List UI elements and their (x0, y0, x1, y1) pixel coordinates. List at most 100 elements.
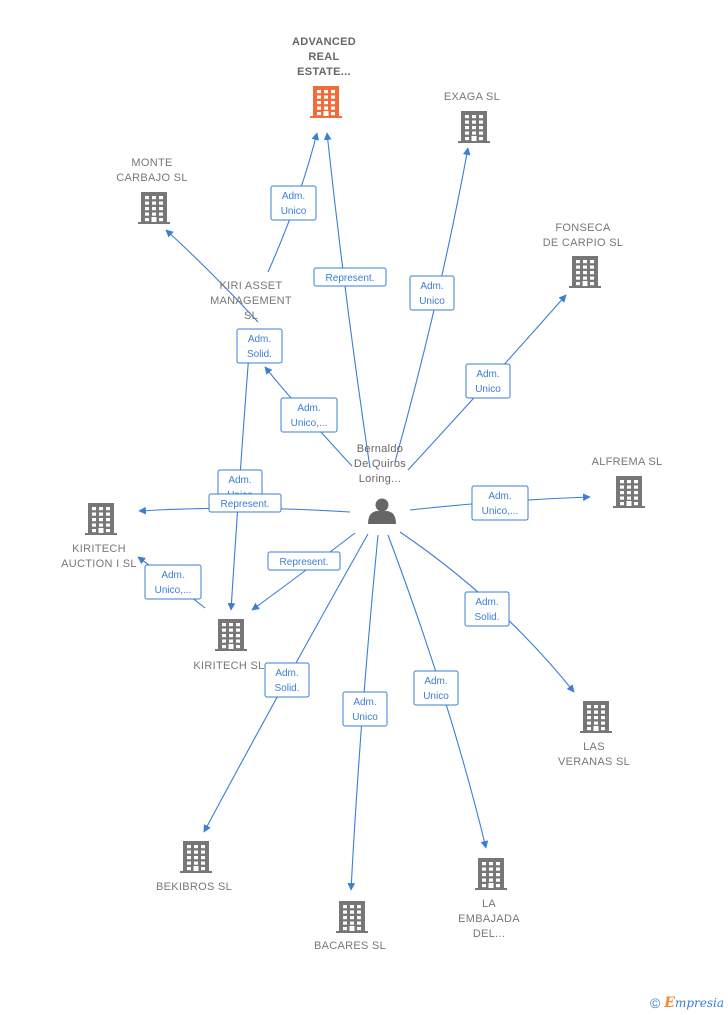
node-label-bacares[interactable]: BACARES SL (314, 940, 386, 952)
edge-label-person-bacares[interactable]: Adm.Unico (342, 691, 388, 727)
edge-label-box (270, 185, 317, 221)
building-icon[interactable] (458, 111, 490, 143)
node-label-monte[interactable]: MONTE (131, 157, 172, 169)
node-exaga[interactable]: EXAGA SL (444, 91, 500, 143)
node-label-alfrema[interactable]: ALFREMA SL (592, 456, 663, 468)
node-kiri[interactable]: KIRI ASSET MANAGEMENT SL (210, 280, 292, 322)
node-label-person[interactable]: Loring... (359, 473, 401, 485)
edge-label-box (280, 397, 338, 433)
edge-label-box (409, 275, 455, 311)
building-icon[interactable] (310, 86, 342, 118)
edge-label-text: Unico (475, 384, 501, 395)
edge-label-text: Unico (419, 296, 445, 307)
node-label-advanced[interactable]: ESTATE... (297, 66, 351, 78)
edge-label-text: Adm. (297, 403, 320, 414)
edge-label-kiri-monte[interactable]: Adm. Solid. (236, 328, 283, 364)
edge-label-person-kiritech-auction[interactable]: Represent. (208, 493, 282, 513)
building-icon[interactable] (138, 192, 170, 224)
edge-label-person-exaga[interactable]: Adm.Unico (409, 275, 455, 311)
edge-label-kiritech-kiritech-auction[interactable]: Adm. Unico,... (144, 564, 202, 600)
node-monte[interactable]: MONTE CARBAJO SL (116, 157, 187, 224)
node-label-la-embajada[interactable]: DEL... (473, 928, 505, 940)
node-advanced[interactable]: ADVANCED REAL ESTATE... (292, 36, 356, 118)
empresia-credit[interactable]: © Empresia (650, 995, 724, 1011)
edge-label-person-las-veranas[interactable]: Adm. Solid. (464, 591, 510, 627)
edge-label-text: Adm. (488, 491, 511, 502)
edge-label-text: Unico,... (482, 506, 519, 517)
edge-label-text: Adm. (161, 570, 184, 581)
edge-label-box (144, 564, 202, 600)
edge-label-box (264, 662, 310, 698)
edge-label-text: Represent. (221, 499, 270, 510)
edge-label-text: Unico (281, 206, 307, 217)
node-label-la-embajada[interactable]: LA (482, 898, 496, 910)
node-label-advanced[interactable]: REAL (308, 51, 339, 63)
node-label-advanced[interactable]: ADVANCED (292, 36, 356, 48)
edge-line-person-advanced (323, 132, 371, 469)
node-fonseca[interactable]: FONSECA DE CARPIO SL (543, 222, 624, 288)
node-alfrema[interactable]: ALFREMA SL (592, 456, 663, 508)
node-label-fonseca[interactable]: FONSECA (555, 222, 611, 234)
node-label-kiri[interactable]: MANAGEMENT (210, 295, 292, 307)
building-icon[interactable] (613, 476, 645, 508)
building-icon[interactable] (336, 901, 368, 933)
building-icon[interactable] (475, 858, 507, 890)
node-label-kiritech[interactable]: KIRITECH SL (193, 660, 264, 672)
node-label-person[interactable]: De Quiros (354, 458, 406, 470)
edge-label-kiri-advanced[interactable]: Adm. Unico (270, 185, 317, 221)
edge-label-text: Solid. (474, 612, 499, 623)
node-label-la-embajada[interactable]: EMBAJADA (458, 913, 520, 925)
node-label-las-veranas[interactable]: LAS (583, 741, 605, 753)
building-icon[interactable] (215, 619, 247, 651)
edge-label-box (313, 267, 387, 287)
edge-label-text: Solid. (247, 349, 272, 360)
node-label-las-veranas[interactable]: VERANAS SL (558, 756, 630, 768)
edge-label-text: Adm. (424, 676, 447, 687)
building-icon[interactable] (569, 256, 601, 288)
edge-label-box (465, 363, 511, 399)
node-label-person[interactable]: Bernaldo (357, 443, 403, 455)
edge-label-text: Unico,... (155, 585, 192, 596)
building-icon[interactable] (180, 841, 212, 873)
edge-label-text: Adm. (248, 334, 271, 345)
edge-label-person-alfrema[interactable]: Adm. Unico,... (471, 485, 529, 521)
node-bekibros[interactable]: BEKIBROS SL (156, 841, 232, 893)
node-label-fonseca[interactable]: DE CARPIO SL (543, 237, 624, 249)
node-label-monte[interactable]: CARBAJO SL (116, 172, 187, 184)
edge-label-text: Unico,... (291, 418, 328, 429)
building-icon[interactable] (580, 701, 612, 733)
edge-label-person-kiri[interactable]: Adm. Unico,... (280, 397, 338, 433)
node-kiritech-auction[interactable]: KIRITECH AUCTION I SL (61, 503, 137, 570)
edge-label-text: Represent. (326, 273, 375, 284)
node-las-veranas[interactable]: LAS VERANAS SL (558, 701, 630, 768)
edge-label-box (471, 485, 529, 521)
building-icon[interactable] (85, 503, 117, 535)
node-label-exaga[interactable]: EXAGA SL (444, 91, 500, 103)
edge-label-text: Unico (352, 712, 378, 723)
edge-label-person-kiritech[interactable]: Represent. (267, 551, 341, 571)
edge-label-text: Adm. (228, 475, 251, 486)
node-label-bekibros[interactable]: BEKIBROS SL (156, 881, 232, 893)
edge-label-text: Solid. (274, 683, 299, 694)
node-la-embajada[interactable]: LA EMBAJADA DEL... (458, 858, 520, 940)
node-label-kiri[interactable]: KIRI ASSET (220, 280, 283, 292)
edge-label-text: Adm. (282, 191, 305, 202)
person-icon[interactable] (368, 498, 396, 525)
edge-label-person-advanced[interactable]: Represent. (313, 267, 387, 287)
node-person[interactable]: Bernaldo De QuirosLoring... (354, 443, 406, 524)
edge-label-person-bekibros[interactable]: Adm.Solid. (264, 662, 310, 698)
edge-label-person-la-embajada[interactable]: Adm.Unico (413, 670, 459, 706)
node-label-kiritech-auction[interactable]: AUCTION I SL (61, 558, 137, 570)
edge-label-box (464, 591, 510, 627)
edge-line-person-kiritech (251, 532, 356, 611)
node-bacares[interactable]: BACARES SL (314, 901, 386, 952)
edge-label-box (236, 328, 283, 364)
node-label-kiritech-auction[interactable]: KIRITECH (72, 543, 126, 555)
node-kiritech[interactable]: KIRITECH SL (193, 619, 264, 672)
edge-label-text: Adm. (476, 369, 499, 380)
node-label-kiri[interactable]: SL (244, 310, 258, 322)
edge-label-person-fonseca[interactable]: Adm. Unico (465, 363, 511, 399)
edge-label-text: Adm. (475, 597, 498, 608)
